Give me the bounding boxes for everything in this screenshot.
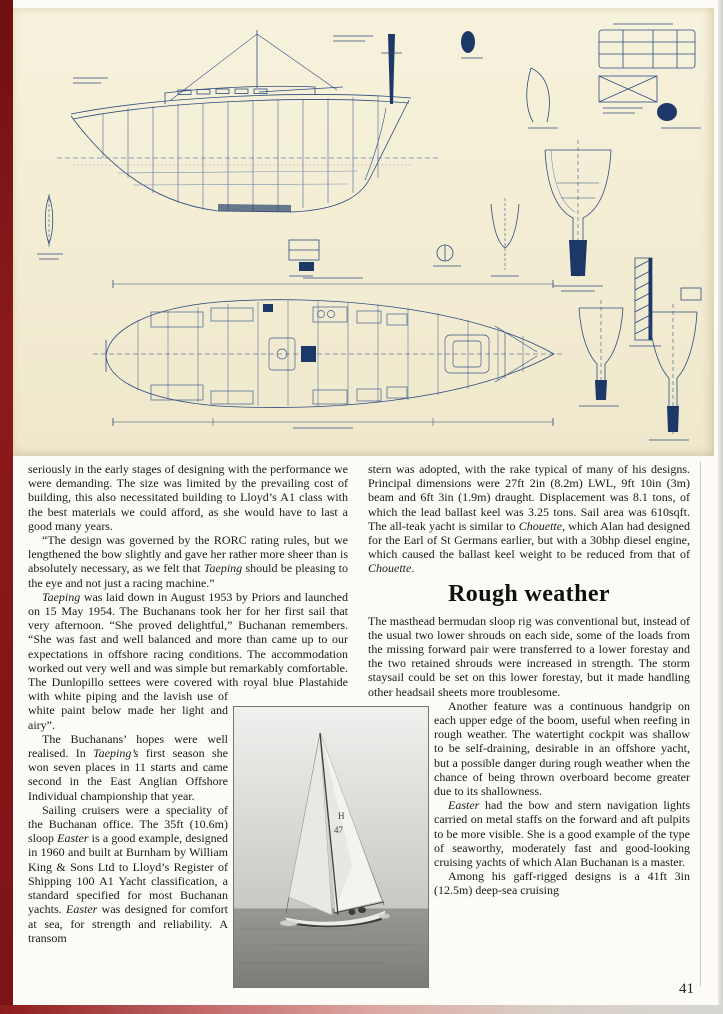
paragraph: Another feature was a continuous handgri… (434, 698, 690, 799)
sailing-yacht-photo: H 47 (234, 707, 428, 987)
column-rule (700, 462, 701, 986)
yacht: H 47 (280, 732, 390, 929)
article-left-column: seriously in the early stages of designi… (28, 462, 348, 986)
profile-drawing (57, 30, 438, 213)
mast-detail (381, 31, 483, 104)
paragraph: stern was adopted, with the rake typical… (368, 462, 690, 576)
sail-number: 47 (334, 825, 344, 835)
stern-sections-drawing (578, 287, 702, 441)
blueprint-panel (13, 8, 714, 456)
mast (319, 732, 339, 916)
page-edge-right (718, 0, 723, 1014)
crew (348, 909, 356, 915)
page-number: 41 (679, 981, 694, 997)
easter-photo: H 47 (233, 706, 429, 988)
headsail (288, 733, 333, 916)
sail-insignia: H (338, 811, 345, 821)
page-edge-bottom (0, 1005, 723, 1014)
crew (358, 907, 366, 913)
bow-wave (280, 920, 298, 926)
rudder-detail (37, 194, 63, 260)
hatched-spar-detail (629, 257, 661, 347)
section-heading: Rough weather (448, 580, 610, 607)
blueprint-drawing (37, 23, 702, 441)
paragraph: The masthead bermudan sloop rig was conv… (368, 613, 690, 699)
paragraph: Easter had the bow and stern navigation … (434, 798, 690, 870)
paragraph: The Buchanans’ hopes were well realised.… (28, 731, 228, 803)
detail-drawings (288, 23, 701, 277)
midship-section-drawing (490, 140, 612, 292)
paragraph: Taeping was laid down in August 1953 by … (28, 589, 348, 732)
paragraph: Sailing cruisers were a speciality of th… (28, 802, 229, 945)
article-right-column: stern was adopted, with the rake typical… (368, 462, 690, 986)
sea-streaks (239, 928, 424, 976)
page-edge-left (0, 0, 13, 1014)
paragraph: “The design was governed by the RORC rat… (28, 533, 348, 590)
plan-drawing (93, 277, 565, 429)
paragraph: seriously in the early stages of designi… (28, 462, 348, 533)
paragraph: Among his gaff-rigged designs is a 41ft … (434, 869, 690, 898)
